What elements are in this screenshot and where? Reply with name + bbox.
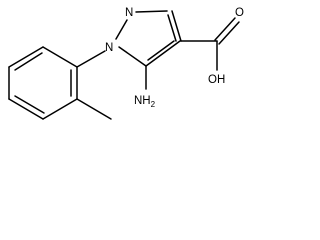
amino-nh-text: NH	[134, 95, 151, 107]
bond-c3-c4	[171, 10, 182, 42]
atom-label-amino: NH2	[134, 95, 156, 109]
bond-ar2-methyl	[76, 98, 112, 120]
bond-ar3-ar4	[8, 98, 44, 120]
bond-ar6-ar1	[42, 46, 78, 68]
bond-c4-c5	[145, 40, 181, 67]
bond-n1-n2	[115, 19, 128, 40]
atom-label-hydroxyl: OH	[208, 74, 225, 86]
atom-label-carbonyl-o: O	[235, 7, 244, 19]
bond-n2-c3	[135, 10, 168, 13]
bond-ar-double-3	[14, 52, 43, 71]
bond-n1-aryl	[76, 50, 106, 68]
bond-carbonyl-2	[218, 21, 240, 45]
bond-carbonyl-1	[214, 17, 236, 41]
bond-c3-c4-double-inner	[167, 14, 177, 42]
bond-ar-double-2	[14, 95, 45, 114]
atom-label-n1: N	[105, 42, 113, 54]
bond-ar5-ar6	[8, 46, 44, 68]
bond-c5-c4-double-inner	[147, 40, 175, 61]
molecule-diagram: N N O OH NH2	[8, 7, 244, 120]
amino-subscript: 2	[151, 100, 156, 109]
atom-label-n2: N	[125, 7, 133, 19]
bond-c5-n1	[118, 46, 147, 67]
bond-ar2-ar3	[42, 98, 78, 120]
